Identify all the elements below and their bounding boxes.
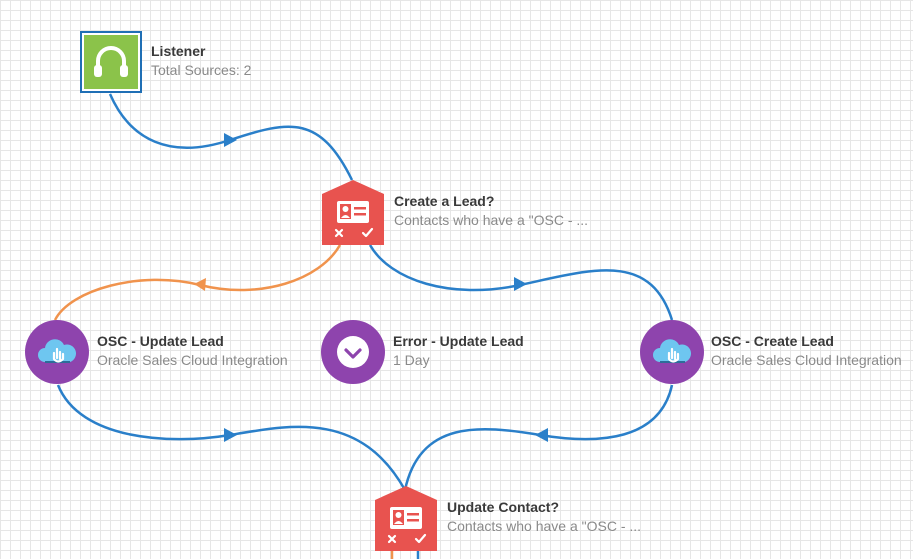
error-update-lead-title: Error - Update Lead [393, 333, 524, 349]
create-lead-label: Create a Lead? Contacts who have a "OSC … [394, 192, 588, 230]
listener-subtitle: Total Sources: 2 [151, 62, 252, 78]
osc-create-lead-node[interactable] [640, 320, 704, 384]
listener-node[interactable] [80, 31, 142, 93]
listener-title: Listener [151, 43, 206, 59]
arrow-marker [514, 277, 527, 291]
clock-icon [337, 336, 369, 368]
arrow-marker [535, 428, 548, 442]
connector-osc-create-lead-to-update-contact[interactable] [403, 384, 674, 491]
create-lead-title: Create a Lead? [394, 193, 495, 209]
osc-create-lead-subtitle: Oracle Sales Cloud Integration [711, 352, 902, 368]
arrow-marker [224, 133, 237, 147]
create-lead-decision-node[interactable] [322, 180, 384, 245]
osc-update-lead-node[interactable] [25, 320, 89, 384]
cloud-hand-icon [38, 339, 77, 363]
osc-update-lead-title: OSC - Update Lead [97, 333, 224, 349]
headphones-icon [94, 46, 128, 77]
error-update-lead-node[interactable] [321, 320, 385, 384]
update-contact-title: Update Contact? [447, 499, 559, 515]
error-update-lead-label: Error - Update Lead 1 Day [393, 332, 524, 370]
osc-create-lead-label: OSC - Create Lead Oracle Sales Cloud Int… [711, 332, 902, 370]
contact-card-icon [322, 180, 384, 245]
cloud-hand-icon [653, 339, 692, 363]
update-contact-label: Update Contact? Contacts who have a "OSC… [447, 498, 641, 536]
update-contact-subtitle: Contacts who have a "OSC - ... [447, 518, 642, 534]
listener-label: Listener Total Sources: 2 [151, 42, 251, 80]
contact-card-icon [375, 486, 437, 551]
update-contact-decision-node[interactable] [375, 486, 437, 551]
osc-update-lead-subtitle: Oracle Sales Cloud Integration [97, 352, 288, 368]
arrow-marker [194, 278, 206, 291]
osc-update-lead-label: OSC - Update Lead Oracle Sales Cloud Int… [97, 332, 288, 370]
create-lead-subtitle: Contacts who have a "OSC - ... [394, 212, 589, 228]
arrow-marker [224, 428, 237, 442]
osc-create-lead-title: OSC - Create Lead [711, 333, 834, 349]
error-update-lead-subtitle: 1 Day [393, 352, 430, 368]
